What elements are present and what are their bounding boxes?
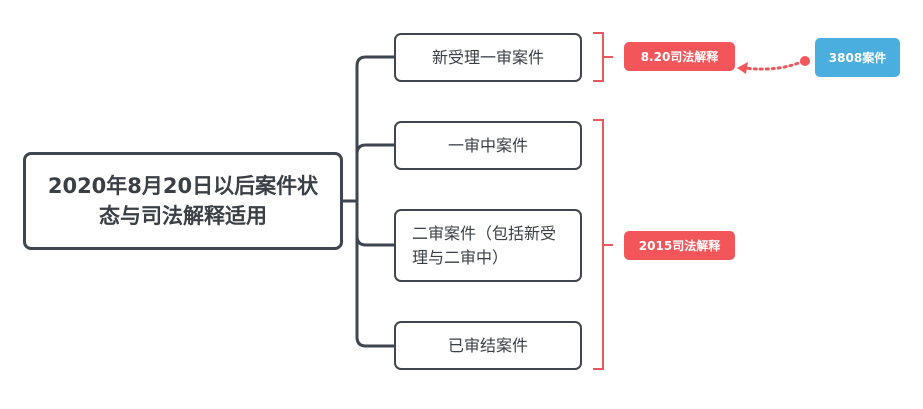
- node-label: 二审案件（包括新受理与二审中）: [412, 223, 557, 267]
- branch-3: [355, 235, 394, 247]
- bracket-new: [593, 32, 613, 82]
- arrow-head: [737, 62, 748, 74]
- node-label: 已审结案件: [447, 335, 528, 355]
- tag-2015-interpretation[interactable]: 2015司法解释: [624, 231, 735, 260]
- trunk-line: [355, 55, 367, 348]
- arrow-start-dot: [800, 56, 810, 66]
- tag-new-interpretation[interactable]: 8.20司法解释: [624, 42, 735, 71]
- reference-arrow: [742, 59, 805, 71]
- node-label: 一审中案件: [447, 135, 528, 155]
- root-node[interactable]: 2020年8月20日以后案件状态与司法解释适用: [23, 152, 343, 250]
- bracket-old: [593, 119, 613, 370]
- root-title: 2020年8月20日以后案件状态与司法解释适用: [47, 174, 319, 228]
- node-new-first-instance[interactable]: 新受理一审案件: [394, 33, 582, 82]
- node-concluded[interactable]: 已审结案件: [394, 321, 582, 370]
- tag-label: 3808案件: [828, 51, 887, 65]
- node-second-instance[interactable]: 二审案件（包括新受理与二审中）: [394, 209, 582, 282]
- tag-label: 2015司法解释: [638, 239, 721, 253]
- tag-label: 8.20司法解释: [640, 50, 719, 64]
- tag-case-3808[interactable]: 3808案件: [815, 38, 900, 77]
- node-label: 新受理一审案件: [431, 47, 544, 67]
- branch-2: [355, 143, 394, 155]
- node-first-instance-ongoing[interactable]: 一审中案件: [394, 121, 582, 170]
